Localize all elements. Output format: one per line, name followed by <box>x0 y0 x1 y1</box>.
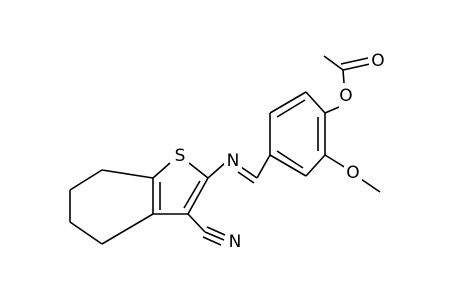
bond <box>305 91 326 114</box>
bond <box>324 106 340 114</box>
bond <box>69 169 103 191</box>
bond <box>237 171 255 184</box>
bond <box>276 150 304 169</box>
bond <box>188 162 209 179</box>
bond <box>360 178 381 193</box>
bond <box>187 177 209 215</box>
bond <box>240 166 258 179</box>
bond <box>101 213 154 245</box>
carbonyl-oxygen-label: O <box>371 51 384 71</box>
bond <box>269 91 307 114</box>
benzene-ring <box>269 91 326 177</box>
sulfur-atom-label: S <box>175 146 186 166</box>
methoxy-oxygen-label: O <box>346 163 359 183</box>
imine-linker <box>207 154 271 184</box>
ester-oxygen-label: O <box>339 86 352 106</box>
bond <box>202 236 222 246</box>
bond <box>269 154 307 177</box>
bond <box>276 99 306 118</box>
bond <box>101 169 154 179</box>
bond <box>305 154 326 177</box>
methoxy-group <box>324 154 381 193</box>
bond <box>207 162 226 179</box>
nitrile-nitrogen-label: N <box>229 232 242 252</box>
bond <box>340 57 369 65</box>
acetoxy-group <box>323 55 371 114</box>
thiophene-ring <box>152 162 209 215</box>
cyclohexane-ring <box>69 169 154 245</box>
bond <box>183 180 201 209</box>
bond <box>187 213 206 233</box>
bond <box>342 69 345 84</box>
bond <box>256 154 271 179</box>
bond <box>323 55 344 71</box>
bond <box>324 154 347 169</box>
atom-labels: S N N O O O <box>171 51 387 252</box>
nitrile-group <box>187 213 226 246</box>
imine-nitrogen-label: N <box>227 151 240 171</box>
bond <box>204 231 225 241</box>
bond <box>152 162 171 179</box>
bond <box>342 63 371 71</box>
bond <box>69 221 103 245</box>
bond <box>206 226 226 236</box>
